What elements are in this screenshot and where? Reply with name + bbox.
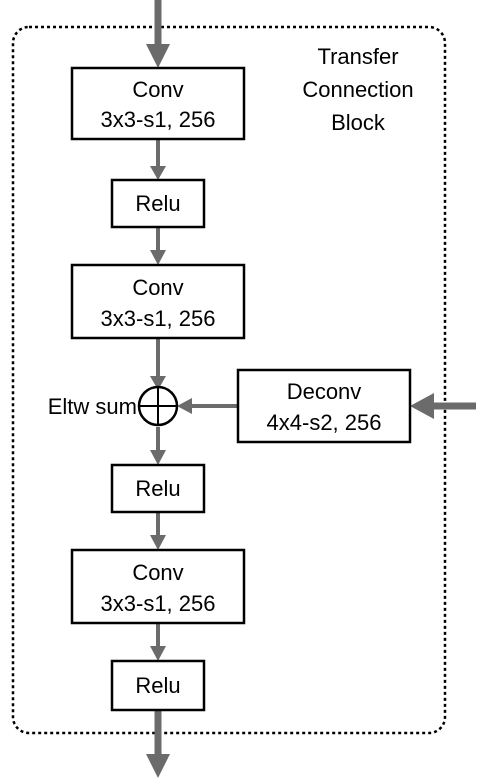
- relu3-box: [110, 659, 206, 712]
- block-title-line-3: Block: [331, 110, 386, 135]
- relu3-node: Relu: [110, 659, 206, 712]
- conv2-label-line-2: 3x3-s1, 256: [101, 306, 216, 331]
- relu2-label: Relu: [135, 476, 180, 501]
- deconv-label-line-2: 4x4-s2, 256: [267, 410, 382, 435]
- input-arrow-head: [146, 44, 170, 68]
- output-arrow-head: [146, 754, 170, 778]
- conv1-box: [70, 66, 246, 141]
- side-input-arrow-head: [410, 393, 434, 419]
- arrow-head-conv1-relu1: [150, 166, 166, 180]
- relu1-box: [110, 178, 206, 229]
- conv1-label-line-1: Conv: [132, 77, 183, 102]
- conv2-node: Conv 3x3-s1, 256: [70, 263, 246, 340]
- eltw-sum-label: Eltw sum: [48, 394, 137, 419]
- conv3-label-line-1: Conv: [132, 560, 183, 585]
- conv1-node: Conv 3x3-s1, 256: [70, 66, 246, 141]
- arrow-head-sum-relu2: [150, 450, 166, 465]
- conv2-box: [70, 263, 246, 340]
- eltw-sum-node: [137, 385, 179, 427]
- conv2-label-line-1: Conv: [132, 275, 183, 300]
- conv3-label-line-2: 3x3-s1, 256: [101, 591, 216, 616]
- conv1-label-line-2: 3x3-s1, 256: [101, 107, 216, 132]
- arrow-head-relu1-conv2: [150, 250, 166, 265]
- arrow-head-conv2-sum: [150, 376, 166, 390]
- deconv-node: Deconv 4x4-s2, 256: [236, 368, 412, 444]
- relu1-label: Relu: [135, 191, 180, 216]
- arrow-head-relu2-conv3: [150, 535, 166, 550]
- deconv-box: [236, 368, 412, 444]
- conv3-box: [70, 548, 246, 625]
- block-frame: [11, 25, 447, 735]
- arrow-head-deconv-sum: [177, 398, 192, 414]
- conv3-node: Conv 3x3-s1, 256: [70, 548, 246, 625]
- relu3-label: Relu: [135, 673, 180, 698]
- block-title-line-1: Transfer: [317, 44, 398, 69]
- deconv-label-line-1: Deconv: [287, 379, 362, 404]
- relu1-node: Relu: [110, 178, 206, 229]
- block-title-line-2: Connection: [302, 77, 413, 102]
- arrow-head-conv3-relu3: [150, 646, 166, 661]
- relu2-node: Relu: [110, 463, 206, 514]
- relu2-box: [110, 463, 206, 514]
